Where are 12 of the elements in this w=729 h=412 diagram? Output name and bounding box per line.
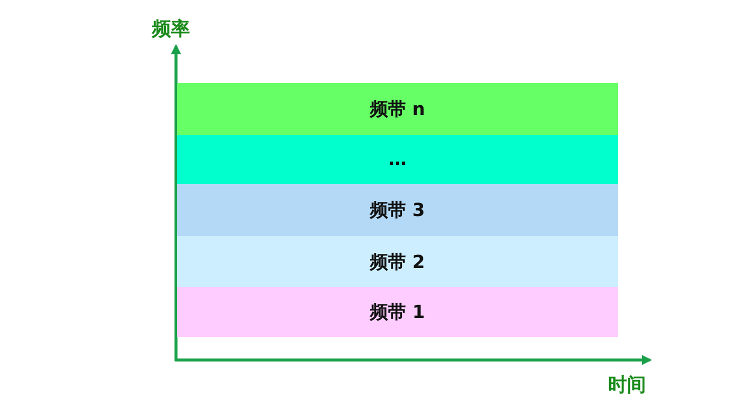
axis-title: 频率	[152, 17, 190, 42]
frequency-band	[177, 135, 618, 184]
band-label: 频带 3	[370, 199, 425, 222]
frequency-band	[177, 83, 618, 135]
band-label: 频带 2	[370, 250, 425, 274]
axis-title: 时间	[608, 373, 646, 398]
frequency-band	[177, 236, 618, 287]
band-label: 频带 n	[370, 98, 426, 121]
frequency-band	[177, 287, 618, 337]
band-label: …	[388, 149, 406, 170]
frequency-band	[177, 184, 618, 236]
band-label: 频带 1	[370, 301, 425, 324]
